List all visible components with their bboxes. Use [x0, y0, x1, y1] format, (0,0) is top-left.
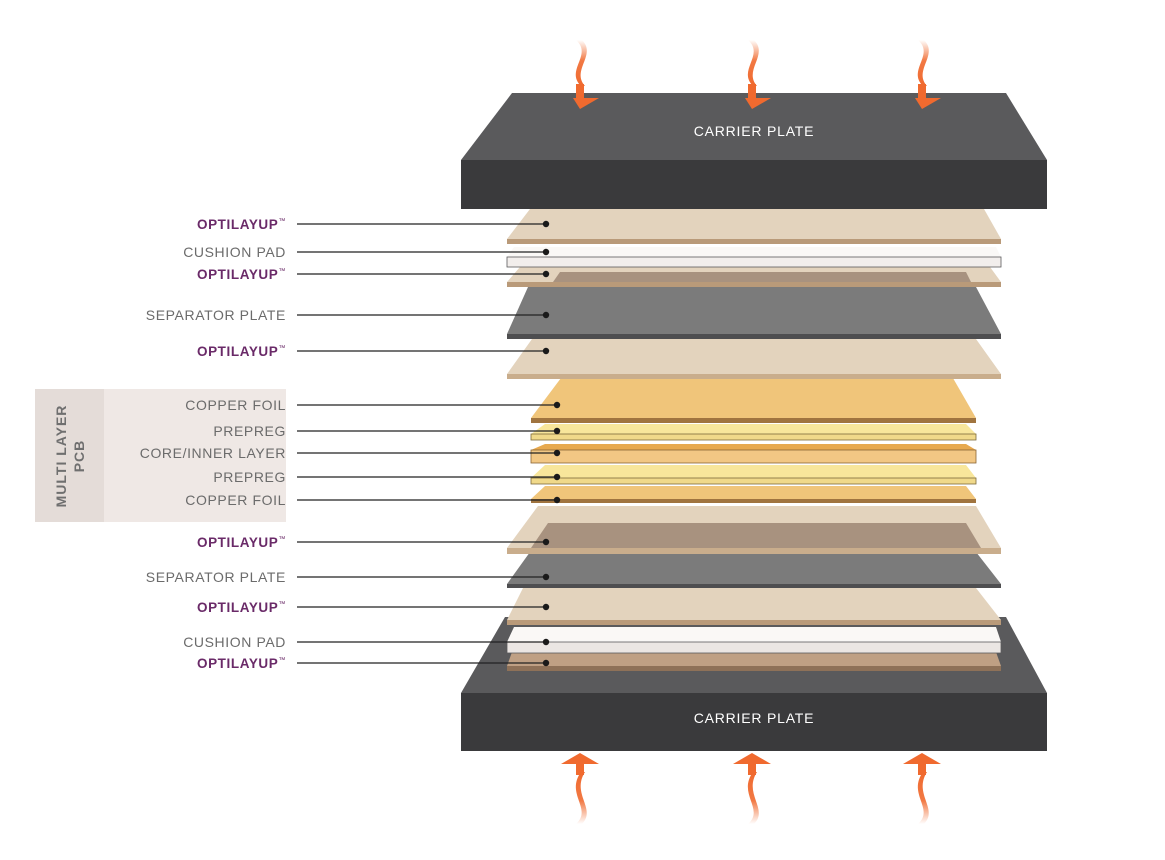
layer-label-8: CORE/INNER LAYER [140, 445, 561, 461]
layer-label-text: CORE/INNER LAYER [140, 445, 286, 461]
layer-label-12: SEPARATOR PLATE [146, 569, 550, 585]
layer-label-text: OPTILAYUP™ [197, 267, 286, 282]
leader-dot [542, 347, 550, 355]
carrier-plate-bottom-label: CARRIER PLATE [694, 710, 815, 726]
leader-dot [553, 401, 561, 409]
sheet-separator-plate-1 [507, 287, 1001, 339]
leader-dot [542, 638, 550, 646]
carrier-plate-top-label: CARRIER PLATE [694, 123, 815, 139]
leader-dot [542, 659, 550, 667]
leader-dot [542, 538, 550, 546]
leader-dot [542, 270, 550, 278]
layer-label-5: OPTILAYUP™ [197, 344, 550, 359]
layer-label-4: SEPARATOR PLATE [146, 307, 550, 323]
leader-dot [553, 473, 561, 481]
leader-dot [542, 220, 550, 228]
layer-label-text: OPTILAYUP™ [197, 600, 286, 615]
sheet-optilayup-4 [507, 506, 1001, 554]
layer-label-text: COPPER FOIL [185, 397, 286, 413]
leader-dot [553, 449, 561, 457]
sheet-cushion-pad-1 [506, 247, 1002, 268]
heat-arrow-up-2 [733, 753, 771, 824]
layer-label-13: OPTILAYUP™ [197, 600, 550, 615]
leader-dot [542, 603, 550, 611]
leader-dot [553, 427, 561, 435]
sheet-cushion-pad-2 [506, 627, 1002, 654]
sheet-copper-foil-2 [531, 486, 976, 503]
heat-arrow-up-1 [561, 753, 599, 824]
heat-arrow-up-3 [903, 753, 941, 824]
sheet-optilayup-2 [507, 267, 1001, 287]
layer-label-text: OPTILAYUP™ [197, 217, 286, 232]
heat-arrow-down-2 [733, 40, 771, 109]
leader-dot [542, 573, 550, 581]
pcb-group-title-line2: PCB [71, 440, 87, 473]
layer-label-14: CUSHION PAD [183, 634, 550, 650]
heat-arrow-down-3 [903, 40, 941, 109]
layer-label-9: PREPREG [213, 469, 561, 485]
layer-label-6: COPPER FOIL [185, 397, 561, 413]
layer-label-1: OPTILAYUP™ [197, 217, 550, 232]
sheet-optilayup-5 [507, 588, 1001, 625]
sheet-optilayup-3 [507, 339, 1001, 379]
layer-label-text: SEPARATOR PLATE [146, 307, 286, 323]
sheet-optilayup-6 [507, 652, 1001, 671]
pcb-group: MULTI LAYER PCB [35, 389, 286, 522]
heat-arrow-down-1 [561, 40, 599, 109]
layer-label-text: CUSHION PAD [183, 634, 286, 650]
layer-label-3: OPTILAYUP™ [197, 267, 550, 282]
sheet-core-inner-layer [530, 444, 977, 464]
layer-label-text: COPPER FOIL [185, 492, 286, 508]
heat-arrows [561, 40, 941, 824]
leader-dot [542, 311, 550, 319]
layer-stack: CARRIER PLATE [461, 209, 1047, 751]
leader-dot [553, 496, 561, 504]
sheet-prepreg-2 [530, 465, 977, 485]
layer-label-7: PREPREG [213, 423, 561, 439]
leader-dot [542, 248, 550, 256]
layer-label-text: PREPREG [213, 423, 286, 439]
layer-label-text: OPTILAYUP™ [197, 656, 286, 671]
layer-label-text: PREPREG [213, 469, 286, 485]
sheet-optilayup-1 [507, 209, 1001, 244]
layer-label-2: CUSHION PAD [183, 244, 550, 260]
carrier-plate-top: CARRIER PLATE [461, 93, 1047, 209]
layer-labels: OPTILAYUP™ CUSHION PAD OPTILAYUP™ SEPARATOR… [140, 217, 561, 671]
layer-label-10: COPPER FOIL [185, 492, 561, 508]
layer-label-text: CUSHION PAD [183, 244, 286, 260]
layer-label-text: OPTILAYUP™ [197, 344, 286, 359]
layer-label-text: SEPARATOR PLATE [146, 569, 286, 585]
pcb-group-title-line1: MULTI LAYER [53, 405, 69, 508]
layer-label-15: OPTILAYUP™ [197, 656, 550, 671]
sheet-prepreg-1 [530, 424, 977, 441]
sheet-separator-plate-2 [507, 552, 1001, 588]
layer-label-text: OPTILAYUP™ [197, 535, 286, 550]
layer-label-11: OPTILAYUP™ [197, 535, 550, 550]
